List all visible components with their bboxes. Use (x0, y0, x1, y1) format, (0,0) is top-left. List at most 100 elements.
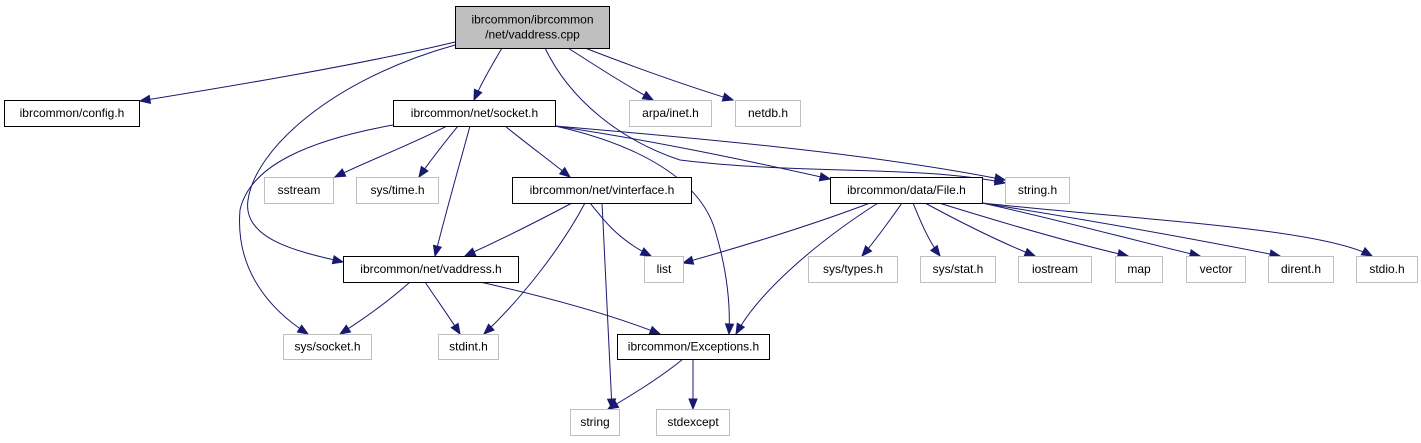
arrowhead-socket-to-sstream (333, 168, 347, 178)
arrowhead-socket-to-vinterface (558, 166, 572, 178)
edge-root-to-config (139, 41, 456, 102)
node-label: sys/types.h (823, 262, 883, 276)
node-label: sys/socket.h (294, 340, 360, 354)
edge-root-to-arpa_inet (567, 47, 654, 101)
node-box (393, 100, 556, 127)
node-label: sstream (278, 183, 321, 197)
arrowhead-vinterface-to-stdint (483, 323, 495, 335)
node-socket[interactable]: ibrcommon/net/socket.h (393, 100, 556, 127)
node-sys-stat: sys/stat.h (920, 256, 996, 283)
node-box (1268, 256, 1334, 283)
node-file[interactable]: ibrcommon/data/File.h (830, 177, 983, 204)
edge-vinterface-to-list (589, 202, 652, 257)
node-box (1356, 256, 1418, 283)
node-arpa-inet: arpa/inet.h (629, 100, 712, 127)
edge-socket-to-sys_socket (239, 124, 394, 335)
node-label: stdexcept (667, 415, 719, 429)
edge-file-to-vector (981, 202, 1201, 257)
arrowhead-vinterface-to-list (639, 247, 653, 257)
edge-socket-to-sstream (334, 125, 448, 178)
edge-root-to-string_h (544, 47, 1006, 184)
edge-vaddress_h-to-sys_socket (339, 281, 411, 335)
node-label: ibrcommon/data/File.h (847, 183, 966, 197)
node-label: netdb.h (748, 106, 788, 120)
arrowhead-file-to-sys_types (861, 244, 873, 258)
node-netdb: netdb.h (735, 100, 801, 127)
node-sstream: sstream (264, 177, 334, 204)
arrowhead-socket-to-vaddress_h (432, 244, 443, 258)
node-root[interactable]: ibrcommon/ibrcommon/net/vaddress.cpp (455, 6, 610, 49)
node-box (356, 177, 439, 204)
node-label: dirent.h (1281, 262, 1321, 276)
edge-file-to-list (682, 202, 871, 264)
edge-root-to-netdb (584, 47, 734, 101)
arrowhead-root-to-config (138, 94, 152, 104)
node-exceptions[interactable]: ibrcommon/Exceptions.h (617, 334, 770, 360)
arrowhead-socket-to-sys_time (418, 165, 429, 179)
node-box (1018, 256, 1092, 283)
node-box (617, 334, 770, 360)
node-label: arpa/inet.h (642, 106, 699, 120)
node-vector: vector (1186, 256, 1246, 283)
arrowhead-socket-to-string_h (993, 173, 1007, 183)
node-label: vector (1200, 262, 1233, 276)
node-label: ibrcommon/config.h (20, 106, 125, 120)
edge-file-to-exceptions (735, 202, 879, 335)
arrowhead-exceptions-to-string (606, 399, 620, 410)
node-iostream: iostream (1018, 256, 1092, 283)
arrowhead-file-to-sys_stat (929, 244, 941, 258)
node-box (629, 100, 712, 127)
node-box (438, 334, 499, 360)
node-list: list (644, 256, 684, 283)
node-label: ibrcommon/net/vinterface.h (530, 183, 675, 197)
node-sys-time: sys/time.h (356, 177, 439, 204)
node-label: stdint.h (449, 340, 488, 354)
arrowhead-file-to-stdio (1360, 246, 1374, 257)
edge-vaddress_h-to-exceptions (479, 281, 661, 335)
arrowhead-vaddress_h-to-exceptions (648, 325, 662, 335)
arrowhead-file-to-exceptions (735, 322, 746, 336)
node-sys-socket: sys/socket.h (283, 334, 372, 360)
node-config[interactable]: ibrcommon/config.h (4, 100, 140, 127)
node-dirent: dirent.h (1268, 256, 1334, 283)
node-sys-types: sys/types.h (808, 256, 898, 283)
edge-socket-to-vinterface (504, 125, 571, 178)
node-vinterface[interactable]: ibrcommon/net/vinterface.h (512, 177, 692, 204)
node-box (920, 256, 996, 283)
arrowhead-root-to-vaddress_h (331, 255, 345, 265)
arrowhead-root-to-socket (473, 88, 483, 102)
node-vaddress-h[interactable]: ibrcommon/net/vaddress.h (343, 256, 519, 283)
edge-socket-to-file (554, 125, 831, 180)
node-label: stdio.h (1369, 262, 1404, 276)
edge-file-to-iostream (924, 202, 1036, 257)
node-label: map (1127, 262, 1151, 276)
node-box (343, 256, 519, 283)
node-label: string (580, 415, 609, 429)
node-box (644, 256, 684, 283)
node-label: sys/time.h (370, 183, 424, 197)
node-stdint: stdint.h (438, 334, 499, 360)
arrowhead-socket-to-file (818, 172, 832, 182)
arrowhead-vaddress_h-to-sys_socket (338, 324, 352, 335)
node-box (656, 409, 730, 436)
edge-vinterface-to-vaddress_h (464, 202, 573, 257)
arrowhead-vinterface-to-vaddress_h (463, 247, 477, 257)
arrowhead-file-to-iostream (1023, 247, 1037, 257)
edge-vinterface-to-string (601, 202, 613, 410)
edge-exceptions-to-string (607, 358, 684, 410)
edge-file-to-dirent (981, 202, 1281, 257)
nodes-layer: ibrcommon/ibrcommon/net/vaddress.cpp ibrc… (4, 6, 1418, 436)
edge-socket-to-exceptions (554, 125, 730, 335)
node-label: iostream (1032, 262, 1078, 276)
arrowhead-socket-to-exceptions (724, 323, 735, 336)
node-label: sys/stat.h (933, 262, 984, 276)
node-box (264, 177, 334, 204)
node-string-h: string.h (1005, 177, 1070, 204)
edge-socket-to-vaddress_h (434, 125, 471, 257)
node-box (830, 177, 983, 204)
edge-file-to-map (938, 202, 1129, 257)
arrowhead-vaddress_h-to-stdint (450, 322, 461, 336)
node-string: string (570, 409, 620, 436)
node-box (455, 6, 610, 49)
